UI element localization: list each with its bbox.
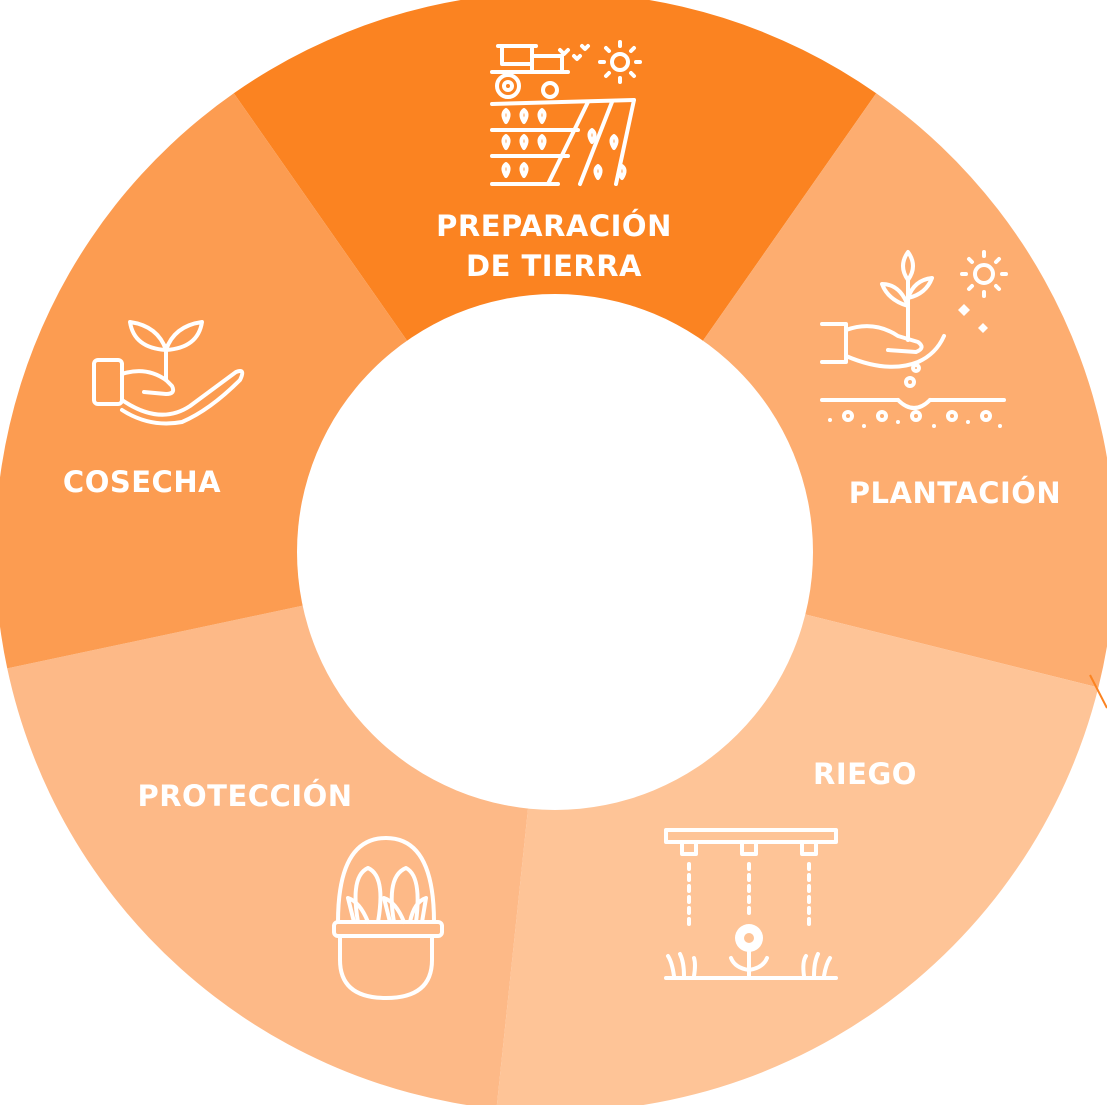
basket-icon: [332, 836, 444, 1000]
label-riego: RIEGO: [813, 757, 917, 791]
label-proteccion: PROTECCIÓN: [137, 779, 352, 813]
label-preparacion-line1: PREPARACIÓN: [436, 209, 672, 243]
irrigation-sprinkler-icon: [664, 828, 838, 980]
label-cosecha: COSECHA: [63, 465, 221, 499]
segment-labels: PREPARACIÓN DE TIERRA PLANTACIÓN RIEGO P…: [63, 209, 1061, 813]
segment-cosecha: [0, 93, 412, 669]
accent-line: [1089, 674, 1107, 709]
segment-riego: [496, 612, 1099, 1105]
segment-proteccion: [7, 603, 529, 1105]
hand-sprout-icon: [92, 320, 245, 426]
label-plantacion: PLANTACIÓN: [849, 476, 1061, 510]
wheel-center: [297, 294, 813, 810]
segment-plantacion: [698, 93, 1107, 688]
hand-planting-seedling-icon: [820, 250, 1008, 428]
label-preparacion-line2: DE TIERRA: [466, 249, 642, 283]
tractor-field-icon: [490, 40, 642, 186]
